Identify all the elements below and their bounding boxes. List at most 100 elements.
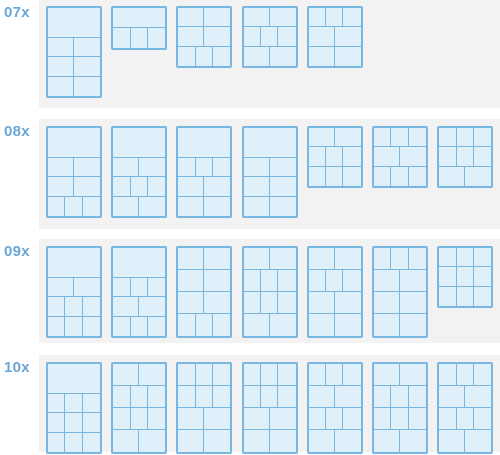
layout-cell: [334, 292, 361, 314]
layout-cell: [48, 248, 100, 278]
layout-thumbnail-10x-1[interactable]: [46, 362, 102, 454]
layout-thumbnail-10x-6[interactable]: [372, 362, 428, 454]
layout-cell: [400, 314, 426, 336]
layout-cell: [204, 248, 231, 270]
layout-cell: [309, 314, 335, 336]
layout-thumbnail-09x-1[interactable]: [46, 246, 102, 338]
layout-cell: [130, 177, 148, 197]
layout-cell: [147, 177, 166, 197]
layout-cell: [408, 248, 426, 270]
layout-thumbnail-08x-7[interactable]: [437, 126, 494, 188]
layout-cell: [243, 364, 261, 386]
layout-thumbnail-09x-7[interactable]: [437, 246, 494, 308]
layout-cell: [178, 46, 196, 66]
layout-thumbnail-10x-4[interactable]: [241, 362, 298, 454]
layout-cell: [308, 8, 327, 28]
layout-cell: [278, 364, 296, 386]
layout-cell: [308, 364, 327, 386]
layout-cell: [473, 248, 492, 268]
layout-thumbnail-08x-3[interactable]: [176, 126, 233, 218]
layout-cell: [308, 270, 327, 292]
layout-thumbnail-08x-5[interactable]: [306, 126, 363, 188]
layout-cell: [343, 167, 360, 186]
layout-thumbnail-07x-2[interactable]: [111, 6, 168, 50]
layout-thumbnail-08x-6[interactable]: [372, 126, 428, 188]
layout-thumbnail-07x-3[interactable]: [176, 6, 233, 68]
layout-cell: [204, 408, 231, 430]
layout-cell: [243, 408, 270, 430]
layout-cell: [131, 316, 148, 336]
layout-cell: [204, 177, 231, 197]
layout-cell: [260, 27, 279, 47]
layout-thumbnail-08x-4[interactable]: [241, 126, 298, 218]
layout-thumbnail-08x-1[interactable]: [46, 126, 102, 218]
layout-thumbnail-09x-4[interactable]: [241, 246, 298, 338]
layout-cell: [74, 77, 100, 96]
layout-cell: [400, 292, 426, 314]
layout-cell: [195, 386, 214, 408]
layout-cell: [195, 364, 214, 386]
layout-cell: [113, 278, 131, 298]
layout-cell: [48, 394, 66, 414]
layout-cell: [374, 248, 392, 270]
layout-cell: [374, 430, 400, 452]
layout-cell: [439, 166, 466, 186]
layout-thumbnail-09x-3[interactable]: [176, 246, 233, 338]
layout-cell: [391, 166, 409, 186]
layout-thumbnail-09x-6[interactable]: [372, 246, 428, 338]
layout-thumbnail-09x-5[interactable]: [306, 246, 363, 338]
layout-cell: [113, 364, 140, 386]
layout-cell: [148, 317, 165, 336]
layout-thumbnail-10x-3[interactable]: [176, 362, 233, 454]
layout-thumbnail-09x-2[interactable]: [111, 246, 168, 338]
layout-cell: [391, 386, 409, 408]
layout-cell: [465, 386, 492, 408]
layout-cell: [48, 413, 66, 433]
layout-cell: [456, 267, 474, 287]
layout-cell: [244, 430, 270, 452]
layout-cell: [269, 8, 296, 28]
layout-cell: [147, 386, 166, 408]
layout-cell: [65, 432, 83, 452]
layout-cell: [244, 46, 270, 66]
layout-cell: [308, 408, 327, 430]
layout-cell: [309, 430, 335, 452]
layout-cell: [456, 147, 474, 167]
layout-cell: [48, 128, 100, 158]
layout-cell: [113, 297, 140, 317]
layout-cell: [204, 8, 231, 28]
layout-cell: [243, 177, 270, 197]
layout-cell: [439, 248, 457, 268]
layout-thumbnail-10x-5[interactable]: [306, 362, 363, 454]
layout-cell: [74, 278, 100, 298]
layout-cell: [439, 430, 466, 452]
layout-cell: [243, 270, 261, 292]
layout-cell: [178, 430, 205, 452]
layout-cell: [74, 38, 100, 58]
layout-thumbnail-07x-4[interactable]: [241, 6, 298, 68]
layout-cell: [82, 413, 100, 433]
layout-cell: [178, 8, 205, 28]
layout-cell: [335, 47, 361, 66]
layout-cell: [456, 128, 474, 148]
layout-cell: [113, 177, 131, 197]
layout-cell: [113, 196, 140, 216]
layout-thumbnail-10x-2[interactable]: [111, 362, 168, 454]
layout-cell: [65, 394, 83, 414]
layout-cell: [204, 292, 231, 314]
layout-thumbnail-10x-7[interactable]: [437, 362, 494, 454]
layout-cell: [243, 8, 270, 28]
layout-cell: [178, 128, 231, 158]
layout-cell: [83, 433, 100, 452]
layout-cell: [178, 177, 205, 197]
layout-cell: [195, 158, 214, 178]
layout-cell: [48, 278, 74, 298]
layout-thumbnail-07x-1[interactable]: [46, 6, 102, 98]
layout-thumbnail-07x-5[interactable]: [306, 6, 363, 68]
layout-cell: [308, 248, 335, 270]
layout-cell: [147, 278, 166, 298]
layout-cell: [391, 408, 409, 430]
layout-cell: [473, 147, 492, 167]
layout-cell: [113, 430, 140, 452]
layout-thumbnail-08x-2[interactable]: [111, 126, 168, 218]
